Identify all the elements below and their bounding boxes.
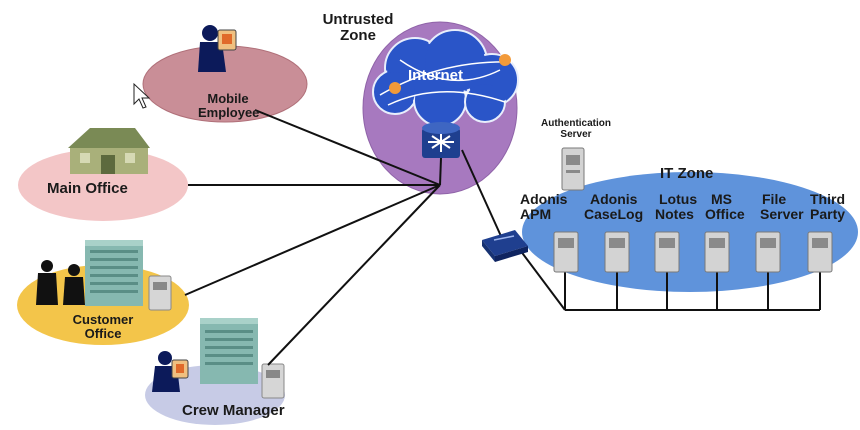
app-label-third-party: Third Party (810, 192, 845, 221)
app-label-adonis-caselog: Adonis CaseLog (584, 192, 643, 221)
app-server-icon (755, 231, 781, 273)
app-label-line2: Server (760, 205, 804, 222)
customer-office-label-line2: Office (84, 325, 122, 341)
crew-manager-person-icon (152, 351, 189, 392)
mobile-employee-label-line1: Mobile (207, 91, 249, 106)
app-label-line2: Office (705, 205, 745, 222)
app-server-icon (604, 231, 630, 273)
app-label-line2: APM (520, 205, 552, 222)
app-server-icon (704, 231, 730, 273)
crew-server-icon (261, 363, 285, 399)
mobile-employee-icon (198, 25, 237, 72)
customer-office-label-line1: Customer (72, 312, 134, 327)
authentication-server-label: Authentication Server (537, 118, 615, 140)
customer-office-label: Customer Office (72, 313, 134, 340)
internet-label: Internet (408, 67, 464, 84)
app-label-adonis-apm: Adonis APM (520, 192, 567, 221)
customer-server-icon (148, 275, 172, 311)
mobile-employee-label: Mobile Employee (198, 91, 260, 120)
app-label-line1: Third (810, 191, 845, 207)
app-label-line2: Party (810, 205, 846, 222)
app-server-icon (553, 231, 579, 273)
main-office-label: Main Office (47, 180, 128, 197)
untrusted-zone-label: Untrusted Zone (322, 11, 394, 44)
authentication-server-icon (561, 147, 585, 191)
main-office-building-icon (68, 128, 150, 174)
app-server-icon (654, 231, 680, 273)
mouse-cursor-icon (133, 82, 151, 109)
it-zone-label: IT Zone (660, 165, 714, 182)
app-label-file-server: File Server (760, 192, 804, 221)
perimeter-router-icon (422, 122, 460, 158)
app-label-lotus-notes: Lotus Notes (655, 192, 697, 221)
app-label-line2: CaseLog (584, 205, 644, 222)
authentication-server-label-line2: Server (560, 128, 592, 140)
app-label-ms-office: MS Office (705, 192, 745, 221)
app-label-line1: Lotus (659, 191, 698, 207)
internet-cloud (372, 29, 519, 127)
app-label-line1: Adonis (520, 191, 568, 207)
app-label-line1: MS (711, 191, 732, 207)
mobile-employee-label-line2: Employee (198, 104, 260, 120)
crew-manager-label: Crew Manager (182, 402, 285, 419)
app-label-line1: File (762, 191, 787, 207)
customer-office-building-icon (85, 240, 143, 306)
crew-building-icon (200, 318, 258, 384)
app-label-line1: Adonis (590, 191, 638, 207)
it-router-icon (482, 230, 528, 262)
app-server-icon (807, 231, 833, 273)
authentication-server-label-line1: Authentication (541, 118, 611, 129)
connection-lines (184, 109, 821, 366)
app-label-line2: Notes (655, 205, 694, 222)
customer-people-icon (36, 260, 85, 305)
